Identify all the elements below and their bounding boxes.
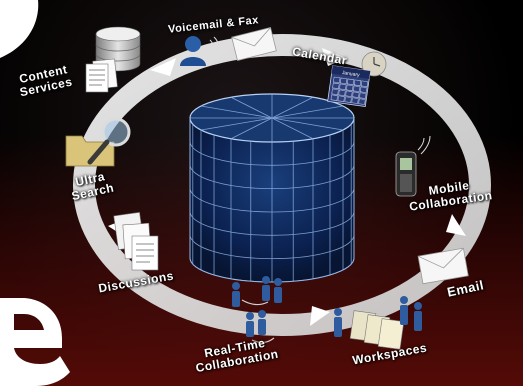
calendar-day-cell [352, 91, 360, 98]
calendar-day-cell [333, 76, 341, 84]
discussion-documents-icon [113, 212, 159, 271]
calendar-day-cell [360, 80, 369, 87]
calendar-day-cell [338, 89, 346, 96]
email-envelope-icon [417, 247, 469, 285]
logo-fragment-top [0, 0, 39, 58]
logo-fragment-e [0, 298, 70, 386]
ring-arrow-2 [322, 48, 346, 66]
calendar-day-cell [353, 85, 361, 92]
ring-arrow-4 [310, 306, 330, 326]
cylinder-lid-spoke [200, 105, 273, 119]
person-headset-icon [180, 36, 219, 66]
calendar-day-cell [345, 90, 353, 97]
document-stack-icon [85, 58, 118, 93]
calendar-day-cell [339, 83, 347, 90]
cylinder-lid-spoke [230, 96, 273, 119]
calendar-day-cell [337, 95, 345, 102]
calendar-day-cell [332, 82, 340, 89]
workspace-documents-icon [334, 296, 422, 350]
calendar-day-cell [330, 94, 338, 101]
envelope-icon [231, 27, 277, 61]
cylinder-lid-spoke [200, 117, 273, 131]
calendar-day-cell [360, 86, 368, 93]
calendar-day-cell [359, 92, 367, 99]
ring-arrow-1 [150, 58, 176, 76]
magnifier-icon [87, 117, 131, 165]
calendar-icon: January [327, 65, 371, 108]
calendar-day-cell [358, 98, 366, 105]
globe-clock-icon [361, 51, 387, 77]
calendar-day-cell [353, 79, 362, 86]
calendar-day-cell [347, 78, 355, 85]
people-group-icon [232, 276, 282, 344]
calendar-day-cell [346, 84, 354, 91]
central-repository-cylinder [189, 93, 355, 283]
calendar-day-cell [351, 97, 359, 104]
cylinder-lid-spoke [271, 105, 344, 119]
cylinder-lid-spoke [230, 117, 273, 140]
calendar-day-cell [331, 88, 339, 95]
mobile-phone-icon [395, 135, 431, 197]
calendar-day-cell [340, 77, 348, 85]
cylinder-lid-spoke [271, 117, 344, 131]
calendar-day-cell [344, 96, 352, 103]
calendar-month-text: January [341, 70, 360, 78]
cylinder-lid-spoke [271, 117, 314, 140]
ring-arrow-3 [446, 214, 466, 236]
cylinder-lid-spoke [271, 96, 314, 119]
